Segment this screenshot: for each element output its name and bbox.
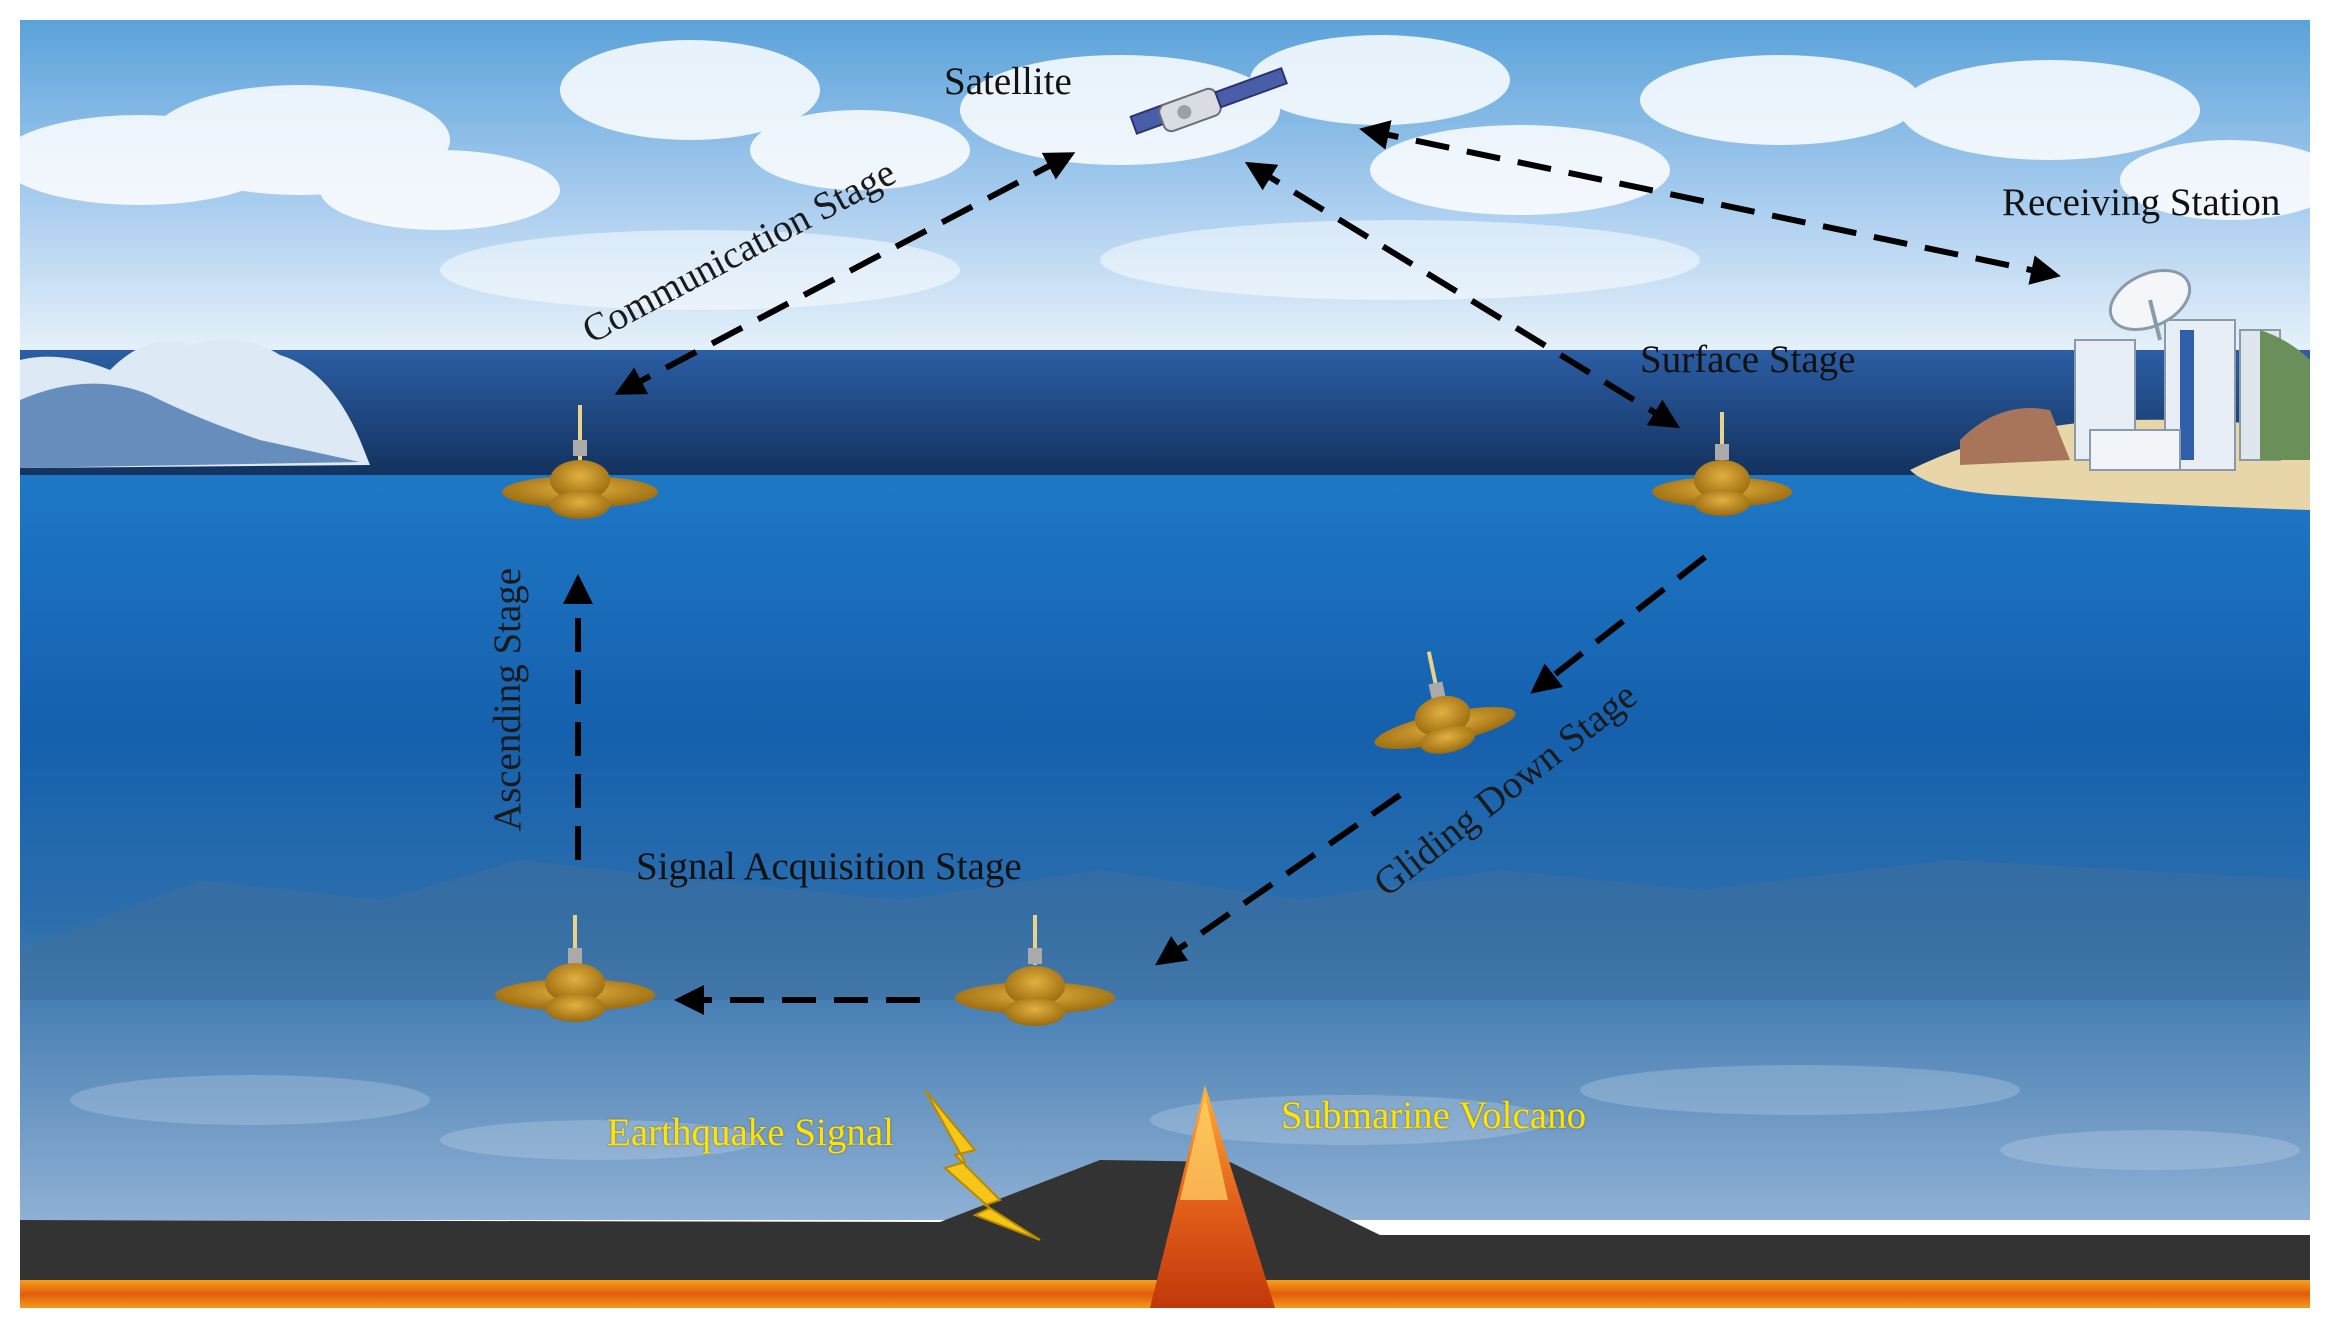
label-surface-stage: Surface Stage bbox=[1640, 338, 1856, 381]
lightning-icon bbox=[924, 1089, 1041, 1241]
label-submarine-volcano: Submarine Volcano bbox=[1281, 1094, 1587, 1137]
underwater-mountains bbox=[20, 860, 2310, 1000]
sea-surface bbox=[20, 350, 2310, 475]
arrow-satellite-station bbox=[1359, 120, 2061, 285]
seabed bbox=[20, 1160, 2310, 1285]
arrow-gliding-1 bbox=[1530, 554, 1707, 694]
caustics bbox=[70, 1065, 2300, 1170]
arrow-satellite-surface bbox=[1244, 161, 1681, 429]
float-icon bbox=[502, 405, 658, 519]
float-icon bbox=[955, 915, 1115, 1026]
float-icon bbox=[1374, 651, 1516, 754]
float-icon bbox=[1652, 412, 1792, 516]
satellite-icon bbox=[1129, 66, 1288, 135]
flow-arrows bbox=[563, 120, 2061, 1015]
iceberg-icon bbox=[20, 339, 370, 468]
arrow-communication bbox=[614, 152, 1076, 395]
underwater bbox=[20, 475, 2310, 1220]
receiving-station-icon bbox=[1910, 268, 2310, 510]
label-ascending-stage: Ascending Stage bbox=[486, 567, 530, 832]
float-icon bbox=[495, 915, 655, 1022]
label-receiving-station: Receiving Station bbox=[2002, 181, 2281, 224]
label-earthquake-signal: Earthquake Signal bbox=[607, 1111, 894, 1154]
label-satellite: Satellite bbox=[944, 60, 1072, 103]
label-signal-acquisition-stage: Signal Acquisition Stage bbox=[636, 845, 1022, 888]
